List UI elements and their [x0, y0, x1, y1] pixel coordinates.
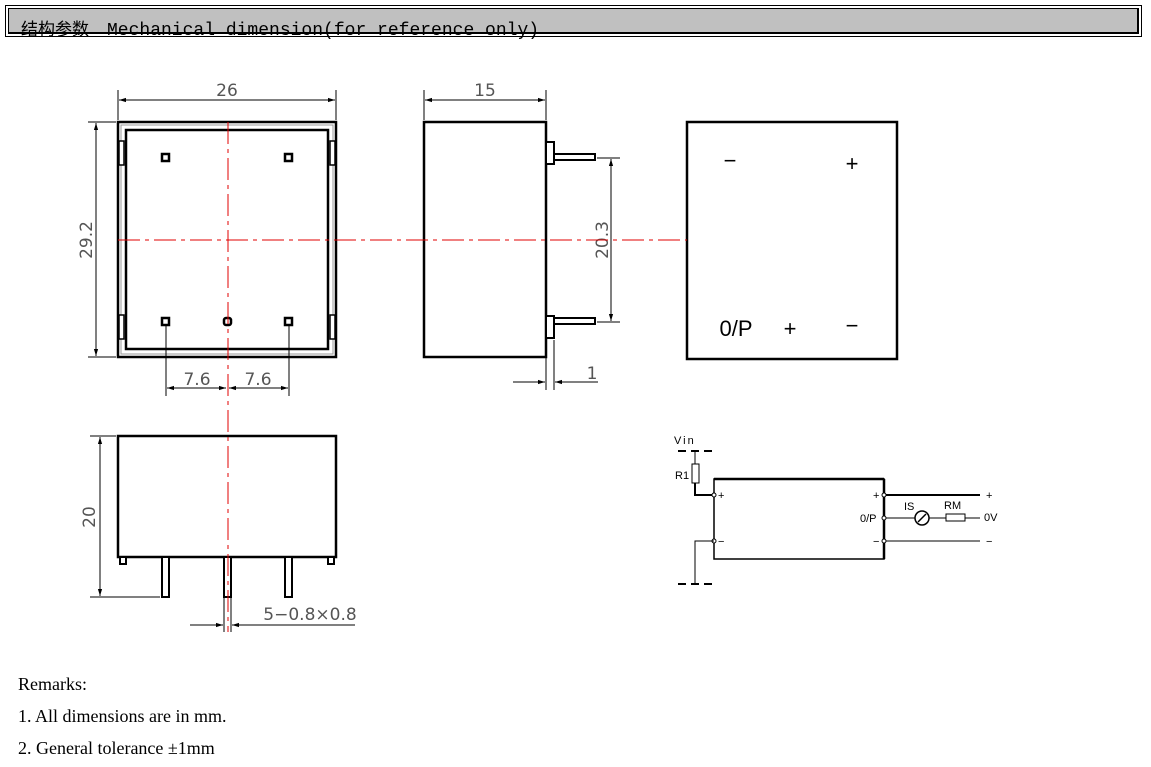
bottom-pin: [161, 556, 170, 598]
front-pin: [160, 316, 171, 327]
dim-side-depth: 15: [474, 81, 496, 101]
section-header: 结构参数 Mechanical dimension(for reference o…: [5, 5, 1142, 41]
ext-0v-label: 0V: [984, 512, 998, 524]
pin-label-top-right: +: [846, 151, 859, 176]
remarks-title: Remarks:: [18, 674, 87, 694]
ext-minus-label: −: [986, 536, 992, 548]
dim-pin-spacing-left: 7.6: [183, 370, 210, 390]
out-plus-label: +: [873, 490, 879, 502]
r1-resistor: [691, 463, 700, 484]
side-standoff: [545, 141, 555, 165]
front-tab: [118, 140, 125, 166]
bottom-body: [116, 434, 338, 559]
application-circuit: Vin R1 + − + 0/P − IS RM + 0V −: [674, 435, 998, 585]
pin-label-top-left: −: [724, 148, 737, 173]
pin-label-bottom-right: −: [846, 313, 859, 338]
side-view: 15 20.3 1: [422, 81, 620, 390]
bottom-pin: [284, 556, 293, 598]
section-title-cn: 结构参数: [21, 20, 89, 40]
terminal-out-minus: [881, 538, 887, 544]
out-op-label: 0/P: [860, 513, 877, 525]
pin-label-bottom-left: 0/P: [719, 316, 752, 341]
dim-pin-size: 5−0.8×0.8: [263, 605, 356, 625]
sensor-box: [713, 478, 885, 560]
terminal-out-op: [881, 515, 887, 521]
bottom-foot: [327, 556, 335, 565]
rm-resistor: [945, 513, 966, 522]
side-pin: [553, 317, 596, 325]
section-header-bar: 结构参数 Mechanical dimension(for reference o…: [8, 8, 1139, 41]
dim-front-width: 26: [216, 81, 238, 101]
out-minus-label: −: [873, 536, 879, 548]
section-title-en: Mechanical dimension(for reference only): [107, 21, 540, 41]
section-title: 结构参数 Mechanical dimension(for reference o…: [21, 15, 539, 41]
is-label: IS: [904, 501, 914, 513]
r1-to-plus-wire: [694, 483, 714, 496]
bottom-view: 20 5−0.8×0.8: [80, 434, 357, 632]
pin-label-bottom-mid: +: [784, 316, 797, 341]
in-plus-label: +: [718, 490, 724, 502]
ammeter-needle: [917, 513, 927, 523]
front-pin: [283, 152, 294, 163]
remark-item: 2. General tolerance ±1mm: [18, 738, 215, 758]
front-pin: [160, 152, 171, 163]
pin-label-view: − + 0/P + −: [685, 120, 899, 361]
rm-label: RM: [944, 500, 961, 512]
dim-standoff: 1: [587, 364, 598, 384]
remarks: Remarks: 1. All dimensions are in mm. 2.…: [18, 668, 227, 764]
side-pin: [553, 153, 596, 161]
minus-to-ground-wire: [694, 540, 714, 584]
front-tab: [118, 314, 125, 340]
terminal-out-plus: [881, 492, 887, 498]
in-minus-label: −: [718, 536, 724, 548]
front-pin: [283, 316, 294, 327]
dim-front-height: 29.2: [77, 221, 97, 259]
front-tab: [329, 314, 336, 340]
front-tab: [329, 140, 336, 166]
bottom-foot: [119, 556, 127, 565]
r1-label: R1: [675, 470, 689, 482]
front-view: 26 29.2 7.6 7.6: [77, 81, 338, 396]
ext-plus-label: +: [986, 490, 992, 502]
vin-label: Vin: [674, 435, 696, 447]
centerlines: [118, 122, 687, 632]
side-standoff: [545, 315, 555, 339]
terminal-in-plus: [711, 492, 717, 498]
dim-pin-spacing-right: 7.6: [244, 370, 271, 390]
dim-bottom-height: 20: [80, 506, 100, 528]
remark-item: 1. All dimensions are in mm.: [18, 706, 227, 726]
